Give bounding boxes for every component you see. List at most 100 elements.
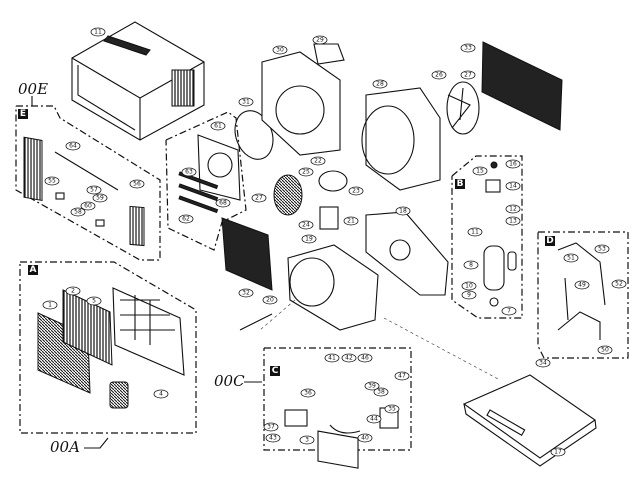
callout-29: 29 <box>312 35 328 45</box>
callout-7: 7 <box>501 306 517 316</box>
callout-number: 42 <box>345 355 353 362</box>
callout-number: 11 <box>94 29 102 36</box>
callout-43: 43 <box>265 433 281 443</box>
callout-number: 25 <box>302 169 310 176</box>
callout-number: 34 <box>539 360 547 367</box>
callout-number: 61 <box>214 123 222 130</box>
callout-number: 10 <box>465 283 473 290</box>
callout-27: 27 <box>460 70 476 80</box>
callout-41: 41 <box>324 353 340 363</box>
callout-number: 38 <box>377 389 385 396</box>
callout-62: 62 <box>178 214 194 224</box>
callout-number: 40 <box>361 435 369 442</box>
callout-number: 17 <box>554 449 562 456</box>
callout-49: 49 <box>574 280 590 290</box>
callout-number: 2 <box>71 288 75 295</box>
callout-57: 57 <box>86 185 102 195</box>
callout-number: 62 <box>182 216 190 223</box>
callout-number: 59 <box>96 195 104 202</box>
callout-number: 13 <box>509 218 517 225</box>
callout-number: 26 <box>435 72 443 79</box>
callout-27: 27 <box>251 193 267 203</box>
callout-number: 11 <box>471 229 479 236</box>
assembly-code-00e: 00E <box>18 80 48 98</box>
callout-number: 22 <box>314 158 322 165</box>
callout-13: 13 <box>505 216 521 226</box>
callout-number: 8 <box>469 262 473 269</box>
callout-number: 29 <box>316 37 324 44</box>
callout-number: 35 <box>388 406 396 413</box>
orifice-and-heater <box>165 43 348 291</box>
callout-number: 23 <box>352 188 360 195</box>
callout-number: 16 <box>509 161 517 168</box>
callout-number: 5 <box>92 298 96 305</box>
assembly-code-00c: 00C <box>214 372 245 390</box>
svg-text:A: A <box>30 265 37 275</box>
callout-24: 24 <box>298 220 314 230</box>
callout-number: 7 <box>507 308 511 315</box>
callout-36: 36 <box>300 388 316 398</box>
callout-11: 11 <box>90 27 106 37</box>
callout-number: 27 <box>255 195 263 202</box>
callout-number: 68 <box>219 200 227 207</box>
callout-25: 25 <box>298 167 314 177</box>
section-e-side-curtains <box>15 105 161 261</box>
callout-52: 52 <box>611 279 627 289</box>
callout-35: 35 <box>384 404 400 414</box>
callout-21: 21 <box>343 216 359 226</box>
callout-number: 44 <box>370 416 378 423</box>
callout-number: 50 <box>601 347 609 354</box>
callout-number: 4 <box>159 391 163 398</box>
callout-56: 56 <box>129 179 145 189</box>
callout-31: 31 <box>238 97 254 107</box>
callout-68: 68 <box>215 198 231 208</box>
section-label-a: A <box>28 265 38 275</box>
callout-number: 53 <box>598 246 606 253</box>
section-label-b: B <box>455 179 465 189</box>
callout-59: 59 <box>92 193 108 203</box>
section-label-c: C <box>270 366 280 376</box>
callout-39: 39 <box>364 381 380 391</box>
callout-17: 17 <box>550 447 566 457</box>
callout-number: 58 <box>74 209 82 216</box>
callout-number: 19 <box>305 236 313 243</box>
callout-number: 9 <box>467 292 471 299</box>
callout-2: 2 <box>65 286 81 296</box>
svg-text:D: D <box>546 236 553 246</box>
callout-number: 32 <box>242 290 250 297</box>
scroll-and-partition <box>239 211 449 331</box>
callout-number: 24 <box>302 222 310 229</box>
callout-50: 50 <box>597 345 613 355</box>
callout-number: 33 <box>464 45 472 52</box>
callout-60: 60 <box>80 201 96 211</box>
callout-number: 3 <box>305 437 309 444</box>
callout-46: 46 <box>357 353 373 363</box>
callout-8: 8 <box>463 260 479 270</box>
callout-53: 53 <box>594 244 610 254</box>
callout-number: 37 <box>267 424 275 431</box>
svg-text:B: B <box>457 179 464 189</box>
callout-51: 51 <box>563 253 579 263</box>
callout-number: 43 <box>269 435 277 442</box>
callout-58: 58 <box>70 207 86 217</box>
callout-number: 56 <box>133 181 141 188</box>
callout-28: 28 <box>372 79 388 89</box>
callout-number: 51 <box>567 255 575 262</box>
cabinet <box>71 21 205 141</box>
section-d-tubing <box>537 231 629 359</box>
callout-20: 20 <box>262 295 278 305</box>
callout-number: 12 <box>509 206 517 213</box>
section-label-e: E <box>18 109 28 119</box>
callout-10: 10 <box>461 281 477 291</box>
callout-47: 47 <box>394 371 410 381</box>
callout-11: 11 <box>467 227 483 237</box>
callout-number: 30 <box>276 47 284 54</box>
callout-22: 22 <box>310 156 326 166</box>
callout-38: 38 <box>373 387 389 397</box>
callout-3: 3 <box>299 435 315 445</box>
svg-text:C: C <box>272 366 279 376</box>
callout-5: 5 <box>86 296 102 306</box>
svg-text:E: E <box>20 109 26 119</box>
callout-4: 4 <box>153 389 169 399</box>
